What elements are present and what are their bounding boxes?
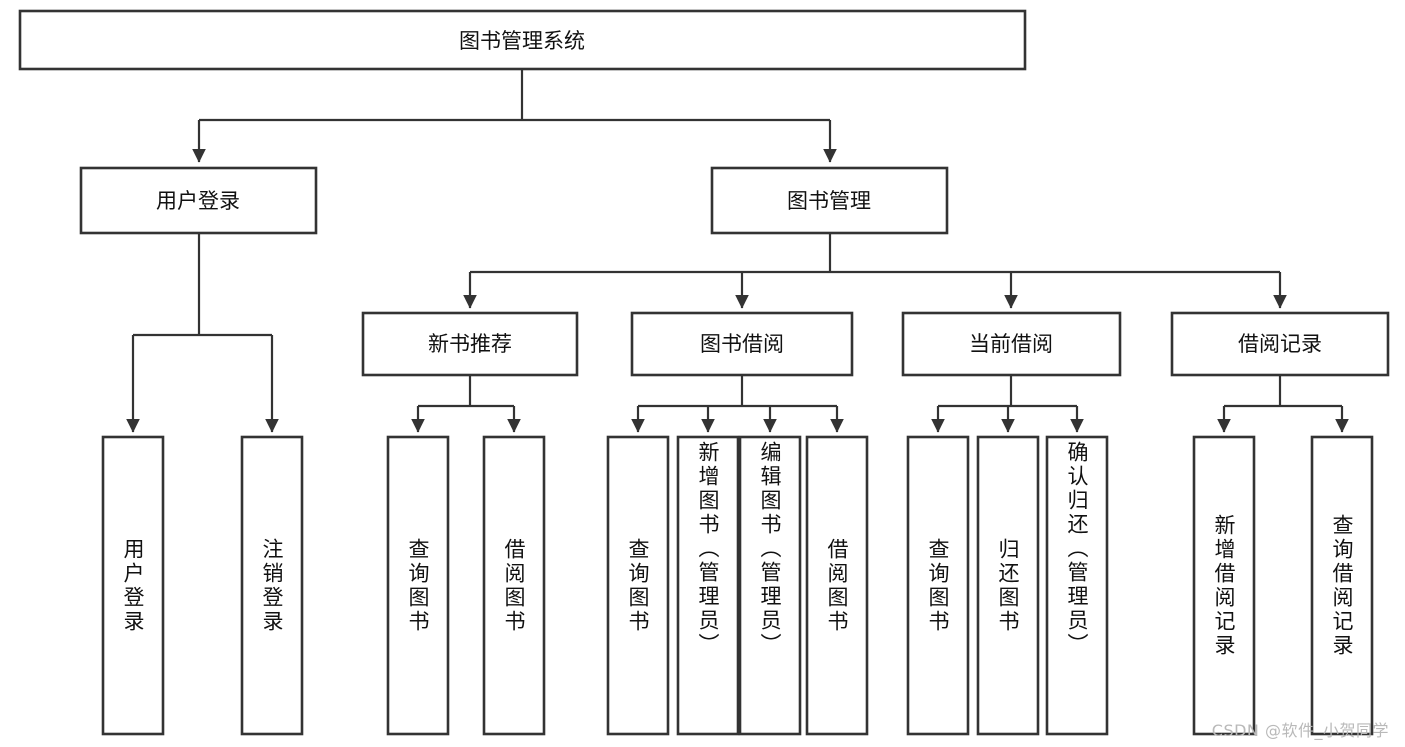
leaf-nb-borrow-box[interactable] [482,435,546,736]
connectors-user-login-to-leaves [126,233,279,433]
leaf-bb-edit-box[interactable] [738,435,802,736]
node-borrow-record[interactable]: 借阅记录 [1170,311,1390,377]
leaf-logout-box[interactable] [240,435,304,736]
leaf-bb-borrow-box[interactable] [805,435,869,736]
node-user-login-label: 用户登录 [156,189,240,213]
node-book-borrow-label: 图书借阅 [700,332,784,356]
node-new-book-rec-label: 新书推荐 [428,332,512,356]
node-book-mgmt-label: 图书管理 [787,189,871,213]
connectors-current-borrow-to-leaves [931,375,1084,433]
leaf-br-query-box[interactable] [1310,435,1374,736]
node-book-mgmt-box[interactable] [710,166,949,235]
connectors-borrow-record-to-leaves [1217,375,1349,433]
node-new-book-rec[interactable]: 新书推荐 [361,311,579,377]
leaf-cb-return-box[interactable] [976,435,1040,736]
node-book-mgmt[interactable]: 图书管理 [710,166,949,235]
leaf-bb-query-box[interactable] [606,435,670,736]
leaf-user-login-box[interactable] [101,435,165,736]
connectors-book-mgmt-to-level3 [463,233,1287,309]
connectors-book-borrow-to-leaves [631,375,844,433]
node-book-borrow-box[interactable] [630,311,854,377]
connectors-level1-to-level2 [192,69,837,163]
node-borrow-record-label: 借阅记录 [1238,332,1322,356]
leaf-boxes [101,435,1374,736]
node-current-borrow[interactable]: 当前借阅 [901,311,1122,377]
node-root-box[interactable] [18,9,1027,71]
leaf-bb-add-box[interactable] [676,435,740,736]
node-book-borrow[interactable]: 图书借阅 [630,311,854,377]
node-user-login[interactable]: 用户登录 [79,166,318,235]
node-root[interactable]: 图书管理系统 [18,9,1027,71]
leaf-nb-query-box[interactable] [386,435,450,736]
node-current-borrow-label: 当前借阅 [969,332,1053,356]
node-current-borrow-box[interactable] [901,311,1122,377]
leaf-br-add-box[interactable] [1192,435,1256,736]
csdn-watermark: CSDN @软件_小贺同学 [1211,721,1389,740]
leaf-cb-query-box[interactable] [906,435,970,736]
node-user-login-box[interactable] [79,166,318,235]
node-root-label: 图书管理系统 [459,29,585,53]
node-borrow-record-box[interactable] [1170,311,1390,377]
connectors-new-book-rec-to-leaves [411,375,521,433]
leaf-cb-confirm-box[interactable] [1045,435,1109,736]
node-new-book-rec-box[interactable] [361,311,579,377]
